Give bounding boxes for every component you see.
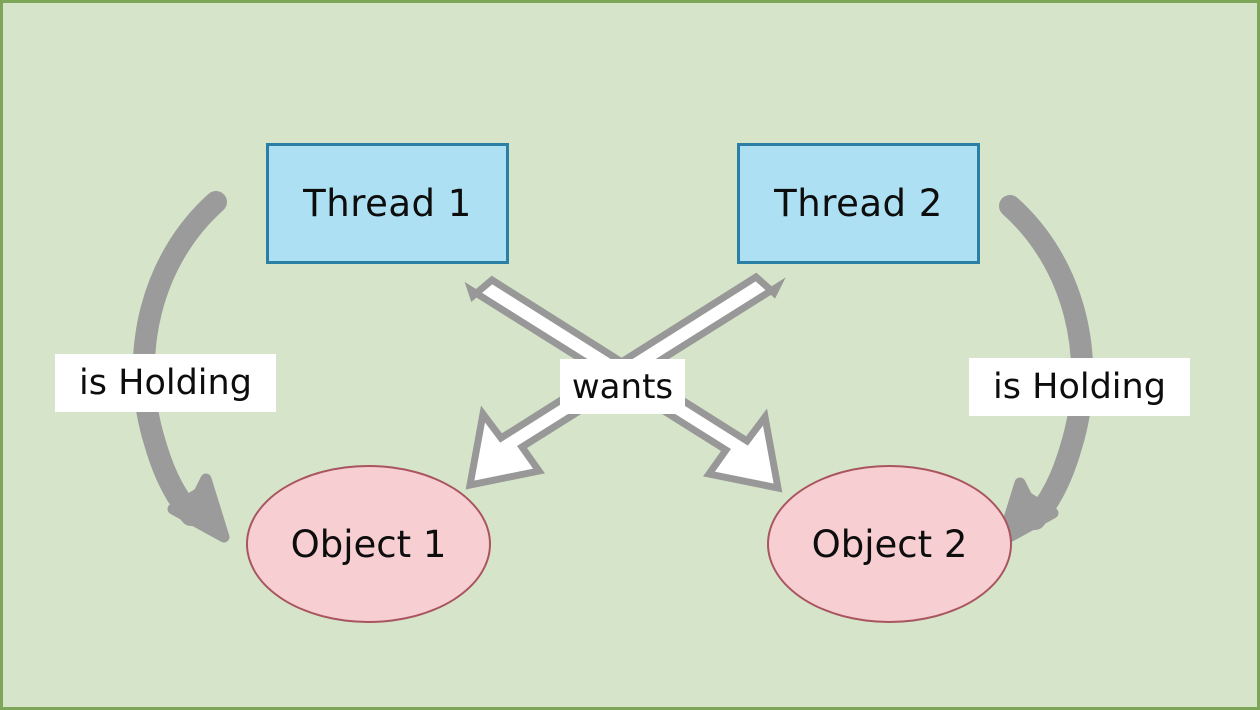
wants-label: wants — [560, 359, 685, 414]
thread-1-label: Thread 1 — [303, 182, 472, 225]
is-holding-right-label: is Holding — [969, 358, 1190, 416]
is-holding-left-text: is Holding — [79, 363, 252, 403]
thread-1-node[interactable]: Thread 1 — [266, 143, 509, 264]
object-2-label: Object 2 — [811, 522, 968, 566]
object-2-node[interactable]: Object 2 — [767, 465, 1012, 623]
wants-text: wants — [571, 366, 674, 407]
thread-2-node[interactable]: Thread 2 — [737, 143, 980, 264]
is-holding-right-text: is Holding — [993, 367, 1166, 407]
object-1-label: Object 1 — [290, 522, 447, 566]
is-holding-left-label: is Holding — [55, 354, 276, 412]
object-1-node[interactable]: Object 1 — [246, 465, 491, 623]
thread-2-label: Thread 2 — [774, 182, 943, 225]
